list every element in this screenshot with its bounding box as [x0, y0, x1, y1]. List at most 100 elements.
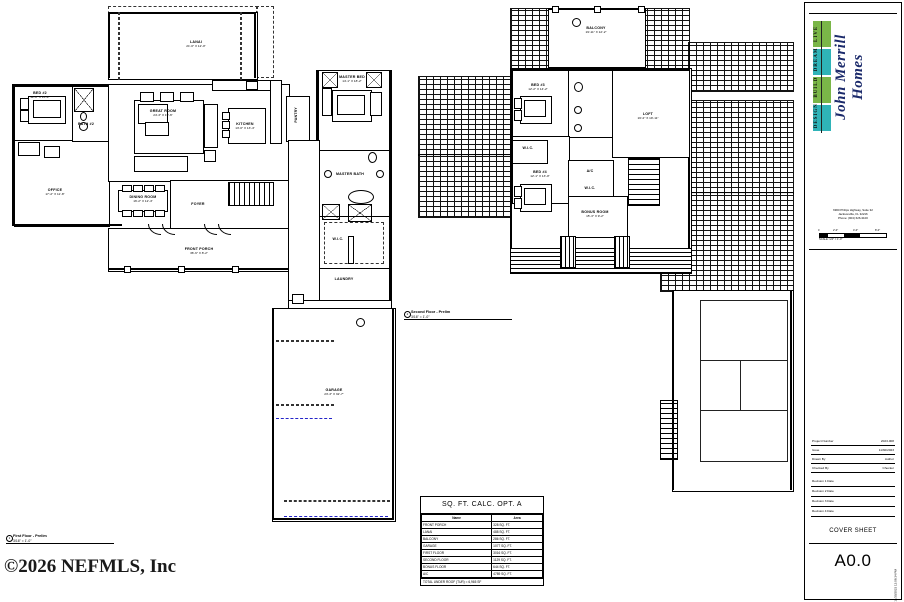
table-row: BONUS FLOOR 644 SQ. FT.: [420, 563, 543, 571]
closet-symbol: [74, 88, 94, 112]
toilet-fixture: [574, 82, 583, 92]
room-label-garage: GARAGE 23'-3" X 32'-7": [324, 388, 344, 396]
ac-closet-outline: [568, 160, 614, 198]
room-label-loft: LOFT 16'-2" X 19'-11": [637, 112, 659, 120]
mls-watermark: ©2026 NEFMLS, Inc: [4, 556, 177, 577]
sqft-row-name: A/C: [420, 570, 493, 578]
toilet-fixture: [80, 112, 87, 121]
roof-hatch: [688, 42, 794, 92]
sqft-row-area: 4789 SQ. FT.: [491, 570, 543, 578]
porch-column: [232, 266, 239, 273]
sqft-row-name: GARAGE: [420, 542, 493, 550]
stair-run: [660, 400, 678, 460]
roof-hatch: [418, 76, 512, 156]
detail-bubble: 2: [404, 311, 411, 318]
room-label-bed3: BED #3 12'-2" X 14'-2": [528, 83, 548, 91]
room-label-pantry: PANTRY: [294, 107, 299, 123]
sqft-row-name: FRONT PORCH: [420, 521, 493, 529]
sheet-name: COVER SHEET: [829, 528, 877, 534]
sqft-row-name: BONUS FLOOR: [420, 563, 493, 571]
sqft-row-name: FIRST FLOOR: [420, 549, 493, 557]
sqft-row-name: LANAI: [420, 528, 493, 536]
sqft-row-name: SECOND FLOOR: [420, 556, 493, 564]
porch-column: [124, 266, 131, 273]
sqft-row-area: 3016 SQ. FT.: [491, 549, 543, 557]
bonus-room-outline: [568, 196, 628, 238]
logo-word-live: LIVE: [814, 25, 819, 42]
front-porch-outline: [108, 228, 290, 272]
kitchen-island: [228, 108, 266, 144]
scale-caption: SCALE: 1/4" = 1'-0": [819, 238, 843, 241]
laundry-outline: [318, 268, 392, 304]
logo-word-build: BUILD: [814, 76, 819, 98]
stair-run: [628, 158, 660, 206]
project-info-table: Project Number 2023-008 Issue 11/30/2023…: [811, 437, 895, 517]
sqft-header-row: Name Area: [420, 514, 543, 522]
detail-bubble: 1: [6, 535, 13, 542]
revision-row-2: Revision 2 Date: [811, 487, 895, 497]
sqft-col-area: Area: [491, 514, 543, 522]
deck-hatch: [510, 248, 692, 274]
room-label-wic1: W.I.C.: [332, 237, 344, 241]
sqft-row-area: 328 SQ. FT.: [491, 521, 543, 529]
plot-timestamp: 11/30/2023 12:08:34 PM: [894, 569, 898, 602]
sqft-row-area: 488 SQ. FT.: [491, 528, 543, 536]
room-label-office: OFFICE 17'-2" X 11'-8": [45, 188, 65, 196]
meta-row-checked-by: Checked By Checker: [811, 464, 895, 473]
roof-hatch: [688, 100, 794, 194]
company-address-line3: Phone: (904) 626-3100: [838, 216, 868, 220]
ceiling-light-symbol: [356, 318, 365, 327]
table-row: GARAGE 1077 SQ. FT.: [420, 542, 543, 550]
room-label-foyer: FOYER: [191, 202, 205, 206]
porch-column: [178, 266, 185, 273]
shower-symbol: [348, 204, 372, 222]
table-row: BALCONY 286 SQ. FT.: [420, 535, 543, 543]
company-logo: DESIGN BUILD DREAM LIVE John Merrill Hom…: [813, 17, 893, 137]
room-label-master-bath: MASTER BATH: [335, 172, 365, 176]
meta-row-project-number: Project Number 2023-008: [811, 437, 895, 446]
sink-fixture: [376, 170, 384, 178]
room-label-great-room: GREAT ROOM 24'-3" X 19'-6": [149, 109, 177, 117]
logo-tagline: DESIGN BUILD DREAM LIVE: [814, 23, 819, 131]
meta-row-issue: Issue 11/30/2023: [811, 446, 895, 455]
sqft-total: TOTAL UNDER ROOF (TUR) = 6,965 SF: [421, 578, 543, 585]
sqft-row-name: BALCONY: [420, 535, 493, 543]
sqft-row-area: 644 SQ. FT.: [491, 563, 543, 571]
table-row: LANAI 488 SQ. FT.: [420, 528, 543, 536]
sqft-row-area: 1077 SQ. FT.: [491, 542, 543, 550]
wic-outline: [512, 140, 548, 164]
deck-hatch: [560, 236, 576, 268]
table-row: SECOND FLOOR 1129 SQ. FT.: [420, 556, 543, 564]
table-row: FIRST FLOOR 3016 SQ. FT.: [420, 549, 543, 557]
company-address-line1: 6960 Philips Highway, Suite 32: [833, 208, 873, 212]
balcony-outline: [548, 8, 646, 68]
room-label-laundry: LAUNDRY: [334, 277, 354, 281]
room-label-bath2: BATH #2: [77, 122, 95, 126]
roof-hatch: [418, 154, 512, 218]
garage-outline: [272, 308, 396, 522]
sqft-col-name: Name: [420, 514, 493, 522]
roof-outline: [256, 6, 274, 78]
room-label-balcony: BALCONY 19'-11" X 12'-2": [585, 26, 607, 34]
toilet-fixture: [368, 152, 377, 163]
loft-outline: [612, 70, 690, 158]
room-label-bonus-room: BONUS ROOM 15'-3" X 9'-2": [581, 210, 609, 218]
deck-hatch: [614, 236, 630, 268]
room-label-bed4: BED #4 12'-1" X 13'-0": [530, 170, 550, 178]
room-label-wic3: W.I.C.: [584, 186, 596, 190]
tub-fixture: [348, 190, 374, 204]
revision-row-1: Revision 1 Date: [811, 477, 895, 487]
sink-fixture: [79, 122, 88, 131]
sink-fixture: [324, 170, 332, 178]
room-label-wic2: W.I.C.: [522, 146, 534, 150]
room-label-kitchen: KITCHEN 13'-0" X 13'-4": [235, 122, 255, 130]
room-label-master-bed: MASTER BED 14'-1" X 18'-2": [339, 75, 365, 83]
room-label-dining-room: DINING ROOM 16'-2" X 12'-4": [129, 195, 157, 203]
table-row: A/C 4789 SQ. FT.: [420, 570, 543, 578]
sqft-row-area: 1129 SQ. FT.: [491, 556, 543, 564]
sqft-table-title: SQ. FT. CALC. OPT. A: [421, 497, 543, 514]
table-row: FRONT PORCH 328 SQ. FT.: [420, 521, 543, 529]
lanai-outline: [108, 12, 258, 80]
square-footage-table: SQ. FT. CALC. OPT. A Name Area FRONT POR…: [420, 496, 544, 586]
